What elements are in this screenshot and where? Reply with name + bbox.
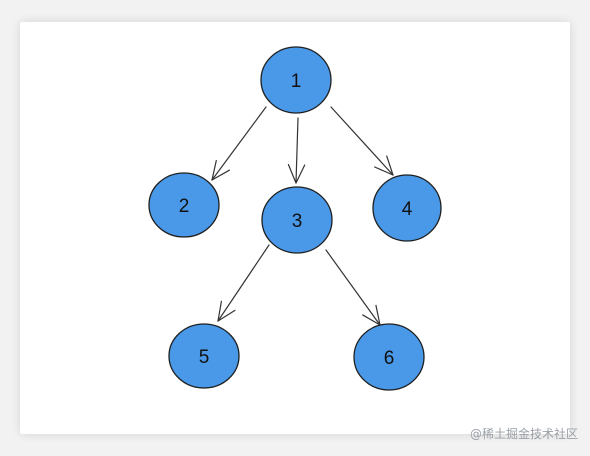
node-label: 1 <box>291 71 302 92</box>
edge-1-3 <box>287 117 306 184</box>
node-circle <box>353 323 425 391</box>
edges <box>211 106 394 326</box>
node-circle <box>168 323 240 389</box>
edge-1-4 <box>330 106 394 176</box>
node-2: 2 <box>148 172 220 238</box>
edge-1-2 <box>211 106 267 181</box>
node-3: 3 <box>261 186 333 254</box>
node-6: 6 <box>353 323 425 391</box>
edge-3-6 <box>325 249 381 326</box>
node-label: 4 <box>402 199 413 220</box>
edge-3-5 <box>217 244 270 322</box>
node-label: 6 <box>384 348 395 369</box>
node-circle <box>148 172 220 238</box>
node-5: 5 <box>168 323 240 389</box>
watermark-text: @稀土掘金技术社区 <box>469 427 578 441</box>
node-circle <box>261 186 333 254</box>
node-label: 3 <box>292 211 303 232</box>
node-circle <box>372 174 442 242</box>
nodes: 1 2 3 4 5 6 <box>148 46 442 391</box>
node-1: 1 <box>260 46 332 114</box>
node-circle <box>260 46 332 114</box>
node-label: 5 <box>199 347 210 368</box>
node-4: 4 <box>372 174 442 242</box>
node-label: 2 <box>179 196 190 217</box>
